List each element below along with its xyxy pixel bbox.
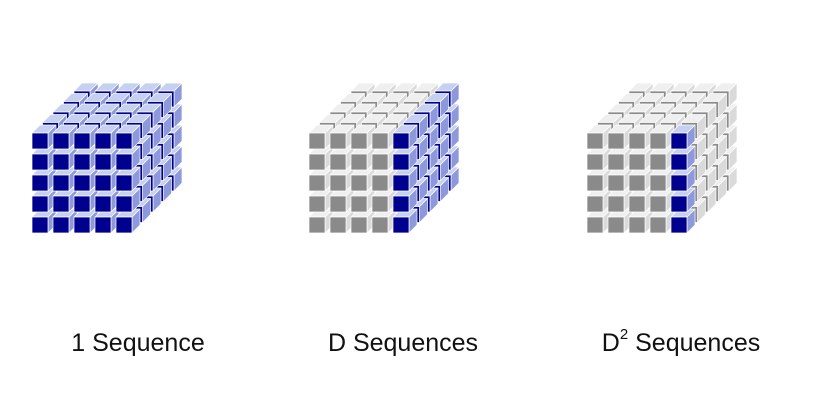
voxel-cube <box>329 187 355 213</box>
voxel-cube <box>371 145 397 171</box>
voxel-cube <box>607 187 633 213</box>
voxel-cube <box>94 166 120 192</box>
caption-superscript: 2 <box>619 325 629 343</box>
voxel-cube <box>115 124 141 150</box>
voxel-cube <box>607 166 633 192</box>
voxel-cube <box>628 145 654 171</box>
voxel-cube <box>586 187 612 213</box>
voxel-cube <box>649 208 675 234</box>
voxel-cube <box>649 187 675 213</box>
voxel-cube <box>350 187 376 213</box>
voxel-cube <box>115 187 141 213</box>
voxel-cube <box>94 208 120 234</box>
voxel-cube <box>329 166 355 192</box>
voxel-cube <box>392 187 418 213</box>
voxel-cube <box>392 124 418 150</box>
voxel-cube <box>308 124 334 150</box>
caption-text: D <box>601 329 620 357</box>
voxel-cube <box>392 208 418 234</box>
voxel-cube <box>649 145 675 171</box>
voxel-cube <box>329 208 355 234</box>
voxel-cube <box>52 208 78 234</box>
voxel-cube <box>670 145 696 171</box>
voxel-cube <box>329 145 355 171</box>
voxel-cube <box>52 166 78 192</box>
voxel-cube <box>308 187 334 213</box>
voxel-cube <box>628 124 654 150</box>
voxel-cube <box>350 145 376 171</box>
voxel-cube <box>628 208 654 234</box>
voxel-cube <box>586 124 612 150</box>
voxel-cube <box>94 187 120 213</box>
voxel-cube <box>31 166 57 192</box>
voxel-cube <box>628 187 654 213</box>
voxel-cube <box>115 208 141 234</box>
voxel-cube <box>392 145 418 171</box>
caption-text: D Sequences <box>327 329 479 357</box>
voxel-cube <box>607 208 633 234</box>
voxel-cube <box>628 166 654 192</box>
caption-d2-sequences: D2 Sequences <box>601 325 761 358</box>
voxel-cube <box>31 187 57 213</box>
voxel-cube <box>308 208 334 234</box>
voxel-cube <box>371 208 397 234</box>
voxel-cube <box>670 208 696 234</box>
voxel-cube <box>607 145 633 171</box>
voxel-cube <box>94 124 120 150</box>
cube-one-sequence <box>31 82 183 234</box>
voxel-cube <box>31 124 57 150</box>
voxel-cube <box>670 124 696 150</box>
voxel-cube <box>371 166 397 192</box>
voxel-cube <box>350 166 376 192</box>
voxel-cube <box>371 187 397 213</box>
voxel-cube <box>649 166 675 192</box>
voxel-cube <box>31 145 57 171</box>
voxel-cube <box>73 187 99 213</box>
voxel-cube <box>308 166 334 192</box>
voxel-cube <box>586 208 612 234</box>
voxel-cube <box>52 145 78 171</box>
voxel-cube <box>73 166 99 192</box>
caption-text-suffix: Sequences <box>628 329 761 357</box>
caption-1-sequence: 1 Sequence <box>71 328 204 358</box>
voxel-cube <box>73 145 99 171</box>
voxel-cube <box>52 187 78 213</box>
voxel-cube <box>586 166 612 192</box>
caption-d-sequences: D Sequences <box>328 328 478 358</box>
voxel-cube <box>350 208 376 234</box>
voxel-cube <box>94 145 120 171</box>
cube-d-sequences <box>308 82 460 234</box>
voxel-cube <box>586 145 612 171</box>
voxel-cube <box>73 208 99 234</box>
caption-text: 1 Sequence <box>71 329 205 357</box>
cube-d2-sequences <box>586 82 738 234</box>
voxel-cube <box>392 166 418 192</box>
voxel-cube <box>31 208 57 234</box>
voxel-cube <box>308 145 334 171</box>
